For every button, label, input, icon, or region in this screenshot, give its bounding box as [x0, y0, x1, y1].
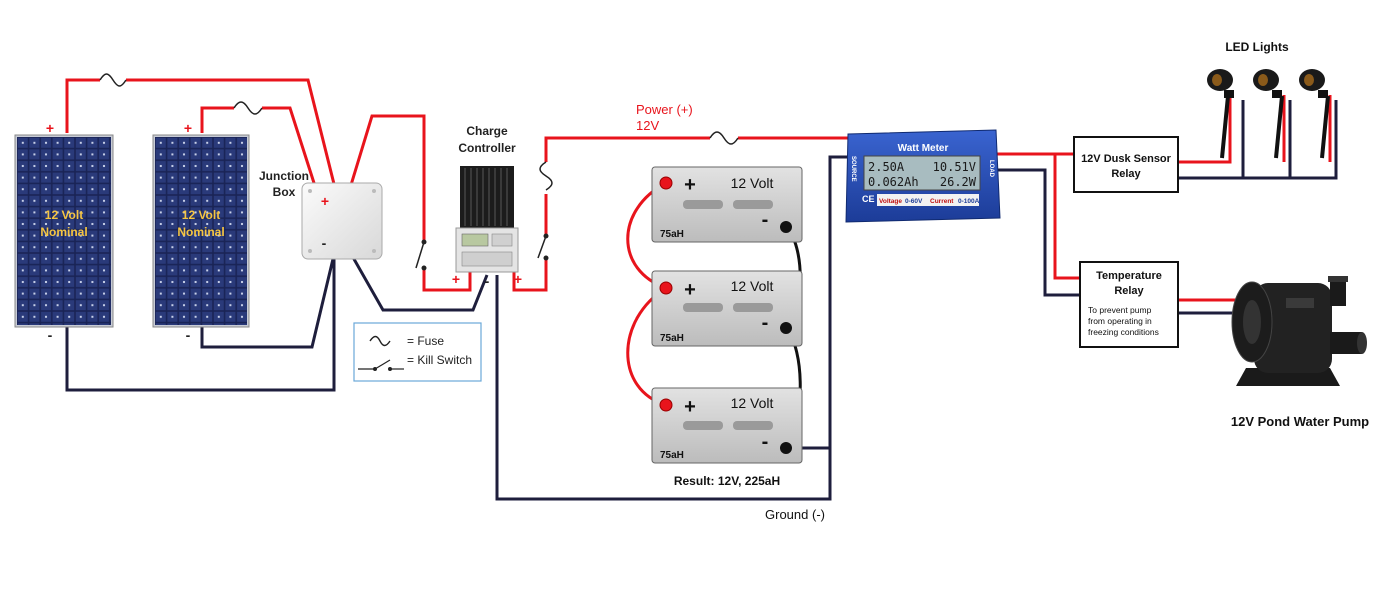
- junction-to-controller-ground: [340, 237, 489, 312]
- svg-text:75aH: 75aH: [660, 450, 684, 461]
- fuse-icon: [233, 101, 263, 115]
- panel-nominal-text: Nominal: [177, 225, 224, 239]
- led-light-3: [1299, 69, 1330, 159]
- result-label: Result: 12V, 225aH: [674, 474, 780, 488]
- meter-load-ground: [996, 168, 1082, 297]
- panel-minus-sign: -: [186, 327, 191, 343]
- svg-text:0-60V: 0-60V: [905, 198, 923, 205]
- temperature-relay: Temperature Relay To prevent pump from o…: [1079, 261, 1179, 348]
- fuse-icon: [539, 161, 553, 191]
- ground-label: Ground (-): [765, 507, 825, 522]
- led-light-2: [1253, 69, 1284, 159]
- svg-text:12 Volt: 12 Volt: [731, 175, 774, 191]
- battery-2: + 12 Volt - 75aH: [651, 270, 803, 347]
- power-label: Power (+): [636, 102, 693, 117]
- svg-text:+: +: [684, 174, 696, 196]
- lcd-current: 2.50A: [868, 160, 905, 174]
- svg-text:Relay: Relay: [1114, 285, 1144, 297]
- pump-label: 12V Pond Water Pump: [1231, 414, 1369, 429]
- controller-output-positive: [512, 258, 548, 292]
- panel1-ground-wire: [65, 238, 336, 392]
- charge-controller: Charge Controller + - +: [452, 124, 522, 289]
- power-voltage-label: 12V: [636, 118, 659, 133]
- junction-box-label-2: Box: [273, 185, 296, 199]
- meter-side-source: SOURCE: [850, 156, 856, 182]
- svg-text:75aH: 75aH: [660, 333, 684, 344]
- charge-controller-label-2: Controller: [458, 141, 516, 155]
- panel1-positive-wire: [65, 78, 100, 133]
- svg-text:To prevent pump: To prevent pump: [1088, 305, 1152, 315]
- meter-title: Watt Meter: [898, 143, 949, 154]
- svg-text:freezing conditions: freezing conditions: [1088, 327, 1159, 337]
- junction-minus-sign: -: [322, 235, 327, 251]
- svg-text:+: +: [684, 396, 696, 418]
- fuse-icon: [709, 131, 739, 145]
- meter-side-load: LOAD: [988, 160, 994, 178]
- svg-text:-: -: [762, 209, 769, 231]
- controller-plus-out: +: [514, 271, 522, 287]
- panel-voltage-text: 12 Volt: [45, 208, 83, 222]
- led-light-1: [1207, 69, 1234, 159]
- fuse-icon: [369, 335, 391, 347]
- battery-series-positive: [626, 181, 667, 290]
- controller-minus: -: [485, 273, 490, 289]
- panel-minus-sign: -: [48, 327, 53, 343]
- panel-nominal-text: Nominal: [40, 225, 87, 239]
- legend-fuse-label: = Fuse: [407, 334, 444, 348]
- junction-to-controller-positive: [342, 114, 426, 242]
- svg-text:Voltage: Voltage: [879, 198, 902, 205]
- kill-switch-left[interactable]: [415, 239, 427, 271]
- kill-switch-right[interactable]: [537, 233, 549, 261]
- svg-text:12 Volt: 12 Volt: [731, 278, 774, 294]
- main-ground-bus: [495, 155, 860, 501]
- solar-panel-1: 12 Volt Nominal + -: [14, 120, 114, 343]
- svg-text:12 Volt: 12 Volt: [731, 395, 774, 411]
- led-lights-label: LED Lights: [1225, 40, 1289, 54]
- watt-meter: SOURCE LOAD Watt Meter 2.50A 10.51V 0.06…: [845, 129, 1001, 223]
- legend: = Fuse = Kill Switch: [353, 322, 482, 382]
- lcd-watts: 26.2W: [940, 175, 977, 189]
- power-wires: [65, 78, 1332, 407]
- svg-text:Current: Current: [930, 198, 954, 205]
- panel2-positive-wire: [200, 106, 234, 133]
- ground-wires: [65, 100, 1338, 501]
- junction-box-label: Junction: [259, 169, 309, 183]
- controller-plus-in: +: [452, 271, 460, 287]
- panel-plus-sign: +: [184, 120, 192, 136]
- panel-plus-sign: +: [46, 120, 54, 136]
- svg-text:-: -: [762, 312, 769, 334]
- svg-text:+: +: [684, 279, 696, 301]
- dusk-sensor-relay: 12V Dusk Sensor Relay: [1073, 136, 1179, 193]
- kill-switch-icon: [358, 359, 404, 371]
- svg-text:0-100A: 0-100A: [958, 198, 980, 205]
- fuse-symbols: [99, 73, 739, 191]
- dusk-to-lights: [1178, 95, 1232, 164]
- svg-text:-: -: [762, 431, 769, 453]
- legend-kill-switch-label: = Kill Switch: [407, 353, 472, 367]
- svg-text:Relay: Relay: [1111, 168, 1141, 180]
- fuse-icon: [99, 73, 127, 87]
- meter-to-temp-relay: [1053, 154, 1082, 280]
- svg-text:from operating in: from operating in: [1088, 316, 1152, 326]
- junction-box: Junction Box + -: [259, 169, 383, 260]
- solar-panel-2: 12 Volt Nominal + -: [152, 120, 250, 343]
- pond-water-pump: [1231, 276, 1367, 386]
- svg-text:12V Dusk Sensor: 12V Dusk Sensor: [1081, 153, 1172, 165]
- charge-controller-label: Charge: [466, 124, 508, 138]
- battery-1: + 12 Volt - 75aH: [651, 166, 803, 243]
- battery-3: + 12 Volt - 75aH: [651, 387, 803, 464]
- panel2-ground-wire: [200, 237, 340, 349]
- lcd-amp-hours: 0.062Ah: [868, 175, 919, 189]
- junction-plus-sign: +: [321, 193, 329, 209]
- lcd-voltage: 10.51V: [933, 160, 976, 174]
- panel-voltage-text: 12 Volt: [182, 208, 220, 222]
- meter-ce-mark: CE: [862, 194, 875, 204]
- svg-text:Temperature: Temperature: [1096, 270, 1162, 282]
- dusk-lights-ground: [1178, 100, 1338, 180]
- svg-text:75aH: 75aH: [660, 229, 684, 240]
